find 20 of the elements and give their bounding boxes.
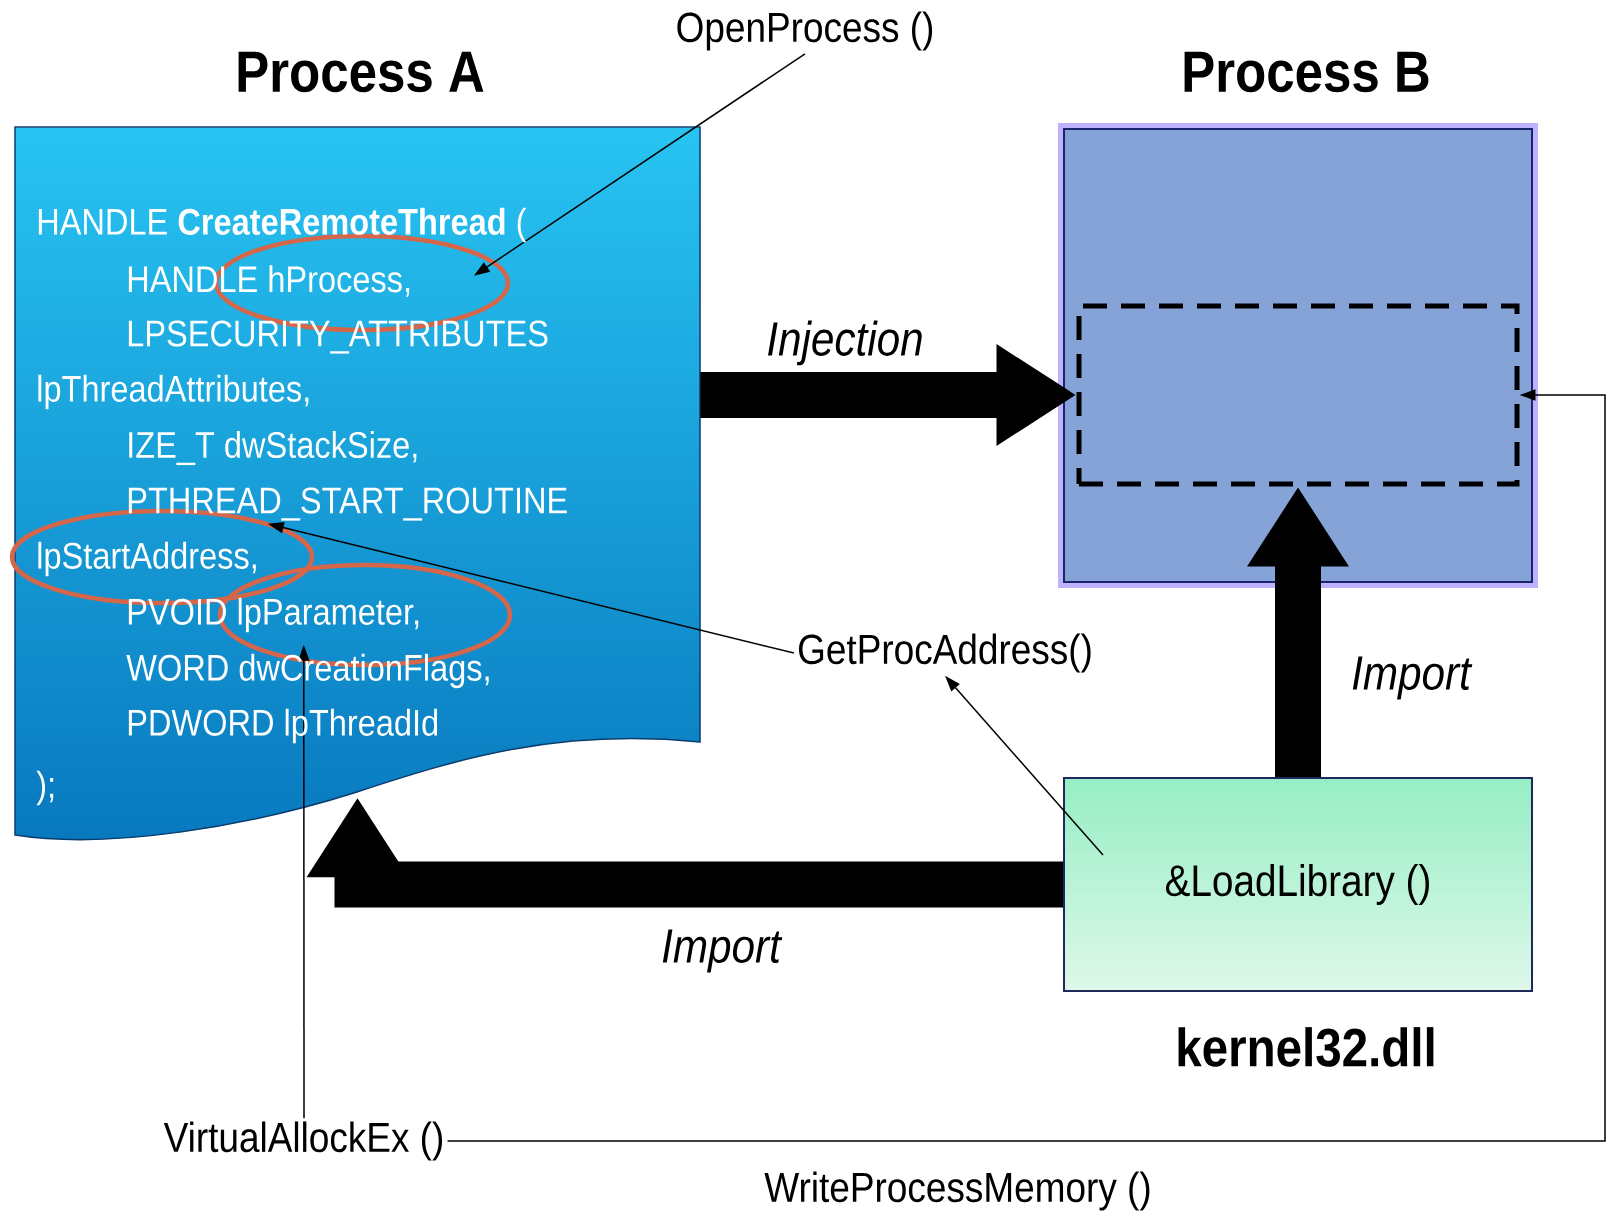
heading: Process B <box>1184 51 1429 93</box>
library-name: kernel32.dll <box>1178 1027 1434 1067</box>
function-label: GetProcAddress() <box>799 633 1091 673</box>
code-line: lpThreadAttributes, <box>38 374 309 410</box>
code-line: IZE_T dwStackSize, <box>129 430 417 466</box>
code-line: ); <box>36 770 54 806</box>
code-line: lpStartAddress, <box>38 541 256 577</box>
edge-label: Injection <box>765 319 925 367</box>
function-label: VirtualAllockEx () <box>163 1121 442 1161</box>
edge-label: Import <box>1350 655 1473 701</box>
edge-label: Import <box>660 928 783 974</box>
arrow <box>446 389 1606 1142</box>
code-line: HANDLE CreateRemoteThread ( <box>38 207 527 243</box>
dashed-region <box>1076 303 1520 487</box>
code-line: LPSECURITY_ATTRIBUTES <box>128 320 548 354</box>
code-line: PTHREAD_START_ROUTINE <box>128 487 567 521</box>
library-box: &LoadLibrary () <box>1063 777 1533 992</box>
edge-label: WriteProcessMemory () <box>763 1170 1153 1212</box>
heading: Process A <box>238 51 484 93</box>
function-label: OpenProcess () <box>677 11 933 51</box>
